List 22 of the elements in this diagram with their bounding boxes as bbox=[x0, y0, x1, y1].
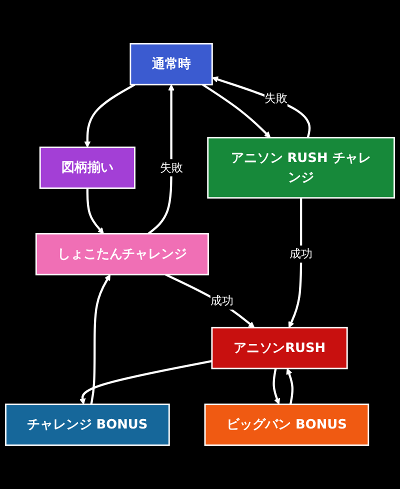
edge-label: 成功 bbox=[210, 294, 234, 308]
arrow bbox=[202, 84, 271, 138]
arrow bbox=[148, 84, 174, 235]
arrow bbox=[286, 368, 294, 405]
node-box: 通常時 bbox=[130, 43, 213, 86]
arrow bbox=[79, 360, 212, 405]
arrow bbox=[165, 274, 255, 328]
node-box: アニソン RUSH チャレンジ bbox=[207, 136, 395, 199]
arrow bbox=[272, 368, 280, 405]
edge-label: 成功 bbox=[290, 247, 313, 261]
arrow bbox=[288, 198, 302, 328]
node-box: アニソンRUSH bbox=[211, 326, 348, 370]
arrow bbox=[84, 84, 136, 148]
node-box: ビッグバン BONUS bbox=[204, 404, 370, 446]
node-box: 図柄揃い bbox=[39, 146, 136, 189]
node-box: しょこたんチャレンジ bbox=[35, 233, 209, 276]
arrow bbox=[212, 76, 311, 138]
arrow bbox=[86, 188, 104, 234]
edge-label: 失敗 bbox=[160, 160, 183, 174]
node-box: チャレンジ BONUS bbox=[5, 404, 170, 446]
arrow bbox=[90, 274, 110, 405]
edge-label: 失敗 bbox=[264, 91, 288, 106]
